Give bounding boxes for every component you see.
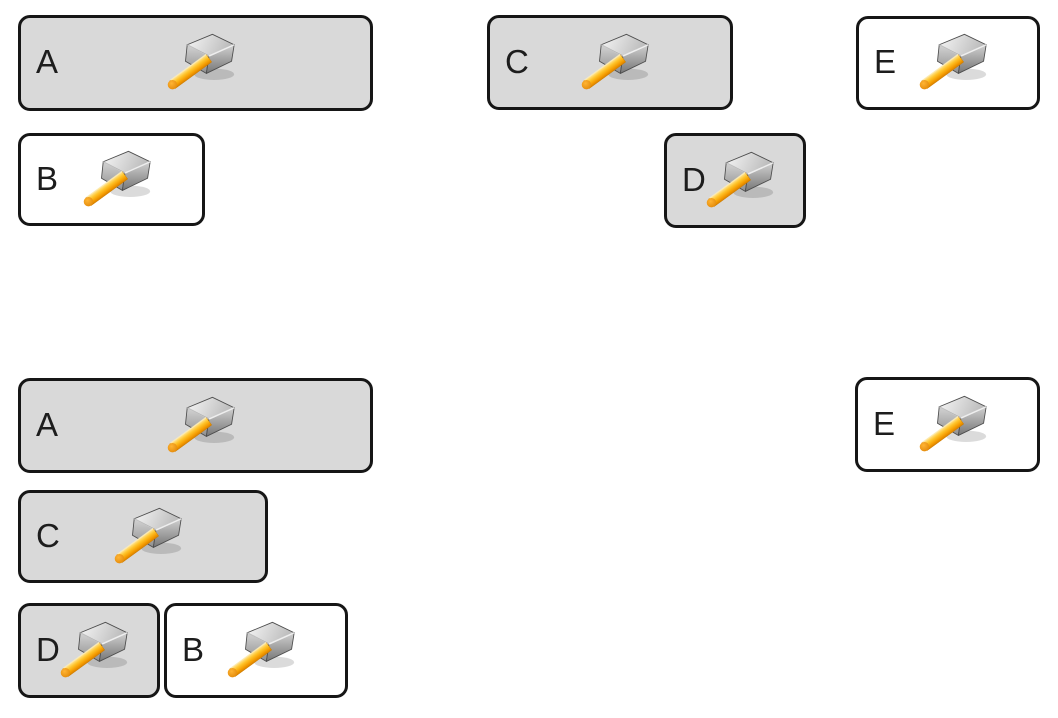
task-box-b-bottom-arrangement: B (164, 603, 348, 698)
task-box-label: E (874, 43, 897, 81)
hammer-icon (167, 396, 235, 452)
task-box-c-top-arrangement: C (487, 15, 733, 110)
task-box-e-bottom-arrangement: E (855, 377, 1040, 472)
task-box-e-top-arrangement: E (856, 16, 1040, 110)
task-box-label: D (682, 160, 706, 198)
task-box-label: A (36, 405, 59, 443)
task-box-label: D (36, 630, 60, 668)
task-box-label: C (36, 516, 60, 554)
task-box-label: C (505, 42, 529, 80)
hammer-icon (919, 33, 987, 90)
task-box-a-top-arrangement: A (18, 15, 373, 111)
hammer-icon (60, 621, 128, 677)
hammer-icon (581, 33, 649, 89)
task-box-d-bottom-arrangement: D (18, 603, 160, 698)
task-box-b-top-arrangement: B (18, 133, 205, 226)
task-box-d-top-arrangement: D (664, 133, 806, 228)
task-box-label: B (36, 159, 59, 197)
task-box-a-bottom-arrangement: A (18, 378, 373, 473)
hammer-icon (706, 151, 774, 207)
hammer-icon (919, 395, 987, 451)
hammer-icon (83, 150, 151, 206)
task-box-label: B (182, 630, 205, 668)
hammer-icon (227, 621, 295, 677)
task-box-c-bottom-arrangement: C (18, 490, 268, 583)
task-box-label: E (873, 404, 896, 442)
hammer-icon (167, 33, 235, 90)
task-box-label: A (36, 43, 59, 81)
hammer-icon (114, 507, 182, 563)
